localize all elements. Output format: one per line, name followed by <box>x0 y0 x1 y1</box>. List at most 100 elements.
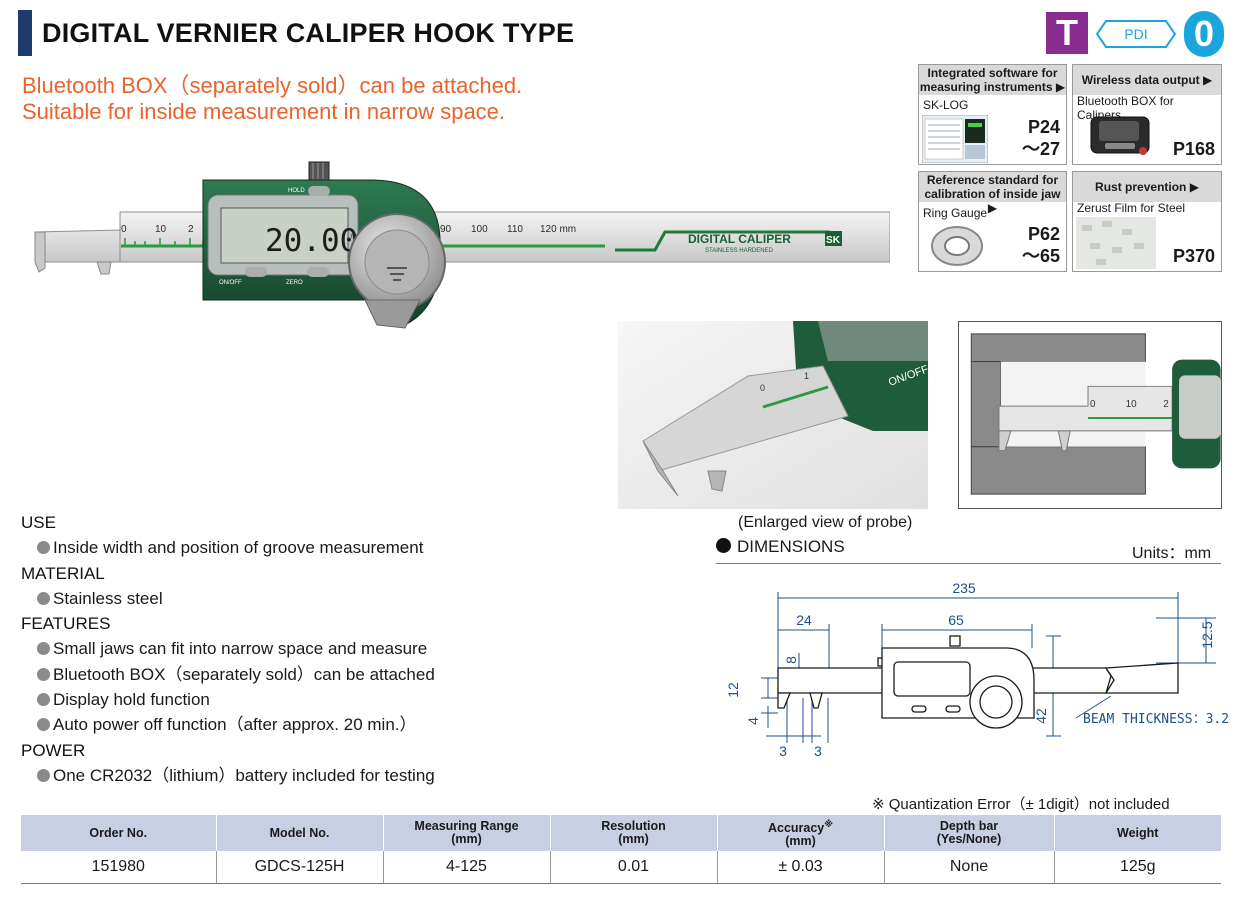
ref-page: P168 <box>1172 139 1215 159</box>
zero-label: ZERO <box>286 280 303 286</box>
photo-scale-0: 0 <box>760 383 765 393</box>
cell-model-no: GDCS-125H <box>216 851 384 884</box>
col-model-no: Model No. <box>216 815 384 851</box>
dim-42: 42 <box>1033 708 1049 724</box>
pdi-text: PDI <box>1124 26 1147 42</box>
cell-accuracy: ± 0.03 <box>717 851 885 884</box>
caliper-product-image: 0 10 2 90 100 110 120 mm DIGITAL CALIPER… <box>34 161 890 329</box>
product-spec-table: Order No. Model No. Measuring Range(mm) … <box>21 815 1221 884</box>
bullet-icon <box>37 667 50 681</box>
ref-box-zerust[interactable]: Rust prevention ▶ Zerust Film for Steel … <box>1072 171 1222 272</box>
bluetooth-box-image <box>1090 116 1150 155</box>
software-screenshot-image <box>922 115 988 163</box>
onoff-label: ON/OFF <box>219 280 242 286</box>
hold-label: HOLD <box>288 188 305 194</box>
ref-sub: SK-LOG <box>923 98 969 112</box>
col-measuring-range: Measuring Range(mm) <box>383 815 551 851</box>
use-heading: USE <box>21 513 56 532</box>
dim-3b: 3 <box>814 743 822 759</box>
bullet-icon <box>37 541 50 555</box>
ref-box-bluetooth[interactable]: Wireless data output ▶ Bluetooth BOX for… <box>1072 64 1222 165</box>
specifications-list: USE Inside width and position of groove … <box>21 510 435 788</box>
table-header-row: Order No. Model No. Measuring Range(mm) … <box>21 815 1221 851</box>
scale-right-110: 110 <box>507 224 523 235</box>
bullet-icon <box>37 591 50 605</box>
cell-measuring-range: 4-125 <box>383 851 551 884</box>
brand-subtext: STAINLESS HARDENED <box>705 248 774 254</box>
subtitle-line-1: Bluetooth BOX（separately sold）can be att… <box>22 73 523 98</box>
power-heading: POWER <box>21 740 86 760</box>
title-accent-bar <box>18 10 32 56</box>
ref-head: Rust prevention ▶ <box>1073 172 1221 202</box>
dim-8: 8 <box>783 656 799 664</box>
photo-scale-1: 1 <box>804 371 809 381</box>
quantization-footnote: ※ Quantization Error（± 1digit）not includ… <box>872 796 1170 813</box>
display-value: 20.00 <box>265 223 358 259</box>
table-row: 151980 GDCS-125H 4-125 0.01 ± 0.03 None … <box>21 851 1221 884</box>
groove-measurement-illustration: 0 10 2 <box>958 321 1222 509</box>
dim-235: 235 <box>952 580 976 596</box>
dim-24: 24 <box>796 612 812 628</box>
probe-caption: (Enlarged view of probe) <box>738 514 913 531</box>
col-accuracy: Accuracy※(mm) <box>717 815 885 851</box>
subtitle-line-2: Suitable for inside measurement in narro… <box>22 99 506 124</box>
brand-logo: SK <box>826 235 841 246</box>
units-label: Units：mm <box>1132 545 1212 562</box>
spec-item: Auto power off function（after approx. 20… <box>21 712 435 737</box>
cell-order-no: 151980 <box>21 851 217 884</box>
spec-item: Small jaws can fit into narrow space and… <box>21 636 435 661</box>
cell-weight: 125g <box>1054 851 1221 884</box>
spec-item: Display hold function <box>21 687 435 712</box>
illus-scale-2: 2 <box>1163 399 1169 410</box>
bullet-icon <box>37 642 50 656</box>
col-order-no: Order No. <box>21 815 217 851</box>
ring-gauge-image <box>931 226 983 266</box>
features-heading: FEATURES <box>21 614 111 634</box>
col-resolution: Resolution(mm) <box>550 815 718 851</box>
scale-left-2: 2 <box>188 224 194 235</box>
pdi-badge-icon: PDI <box>1096 20 1176 48</box>
ref-sub: Zerust Film for Steel <box>1077 201 1186 215</box>
dimensions-heading: DIMENSIONS <box>716 537 845 557</box>
zero-badge-icon: 0 <box>1184 11 1224 57</box>
beam-thickness-label: BEAM THICKNESS：3.2 <box>1083 712 1229 727</box>
material-heading: MATERIAL <box>21 563 105 583</box>
scale-left-0: 0 <box>121 224 127 235</box>
zerust-film-image <box>1076 217 1156 269</box>
dim-4: 4 <box>745 717 761 725</box>
col-weight: Weight <box>1054 815 1221 851</box>
spec-item: Bluetooth BOX（separately sold）can be att… <box>21 662 435 687</box>
probe-closeup-photo: ON/OFF 0 1 <box>618 321 928 509</box>
scale-right-90: 90 <box>440 224 452 235</box>
dim-12-5: 12.5 <box>1199 621 1215 648</box>
certification-icons: T PDI 0 <box>1046 10 1226 57</box>
bullet-icon <box>37 718 50 732</box>
page-title: DIGITAL VERNIER CALIPER HOOK TYPE <box>42 18 575 48</box>
spec-item: Stainless steel <box>21 586 435 611</box>
cell-depth-bar: None <box>884 851 1055 884</box>
dimension-drawing: 235 24 65 12.5 8 12 42 4 3 3 BEAM THICKN… <box>725 580 1229 759</box>
bullet-icon <box>37 768 50 782</box>
illus-scale-0: 0 <box>1090 399 1096 410</box>
bullet-icon <box>37 693 50 707</box>
col-depth-bar: Depth bar(Yes/None) <box>884 815 1055 851</box>
ref-page: P62～65 <box>1021 224 1060 266</box>
dimensions-divider <box>716 563 1221 564</box>
ref-page: P24～27 <box>1021 117 1060 159</box>
scale-left-10: 10 <box>155 224 167 235</box>
dim-65: 65 <box>948 612 964 628</box>
brand-text: DIGITAL CALIPER <box>688 232 791 246</box>
ref-head: Wireless data output ▶ <box>1073 65 1221 95</box>
ref-page: P370 <box>1172 246 1215 266</box>
ref-sub: Ring Gauge <box>923 206 988 220</box>
bullet-icon <box>716 538 731 553</box>
scale-right-100: 100 <box>471 224 488 235</box>
dim-3a: 3 <box>779 743 787 759</box>
dim-12: 12 <box>725 682 741 698</box>
cell-resolution: 0.01 <box>550 851 718 884</box>
spec-item: Inside width and position of groove meas… <box>21 535 435 560</box>
